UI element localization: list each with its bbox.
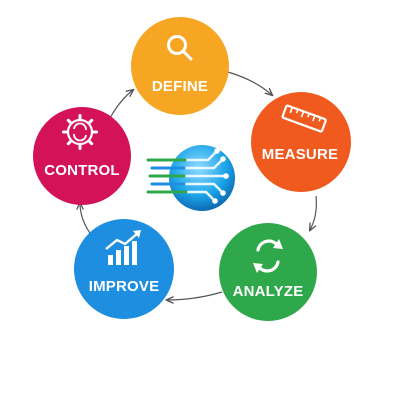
- node-define-label: DEFINE: [152, 78, 208, 95]
- node-measure: MEASURE: [251, 92, 351, 192]
- data-globe-icon: [146, 145, 235, 211]
- ruler-icon: [281, 104, 327, 133]
- node-analyze: ANALYZE: [219, 223, 317, 321]
- arrow-control-to-define: [109, 90, 133, 119]
- node-control-label: CONTROL: [44, 162, 120, 179]
- arrow-improve-to-control: [80, 203, 93, 237]
- arrow-define-to-measure: [227, 71, 272, 95]
- node-define-circle: [131, 17, 229, 115]
- node-measure-circle: [251, 92, 351, 192]
- node-define: DEFINE: [131, 17, 229, 115]
- node-measure-label: MEASURE: [262, 146, 338, 163]
- node-control-circle: [33, 107, 131, 205]
- node-improve-label: IMPROVE: [89, 278, 160, 295]
- arrow-analyze-to-improve: [167, 291, 223, 300]
- arrow-measure-to-analyze: [310, 195, 317, 230]
- refresh-icon: [253, 239, 283, 273]
- gear-icon: [62, 114, 98, 150]
- node-improve-circle: [74, 219, 174, 319]
- node-control: CONTROL: [33, 107, 131, 205]
- node-improve: IMPROVE: [74, 219, 174, 319]
- node-analyze-label: ANALYZE: [233, 283, 304, 300]
- magnifier-icon: [167, 35, 193, 61]
- bar-chart-icon: [105, 230, 141, 265]
